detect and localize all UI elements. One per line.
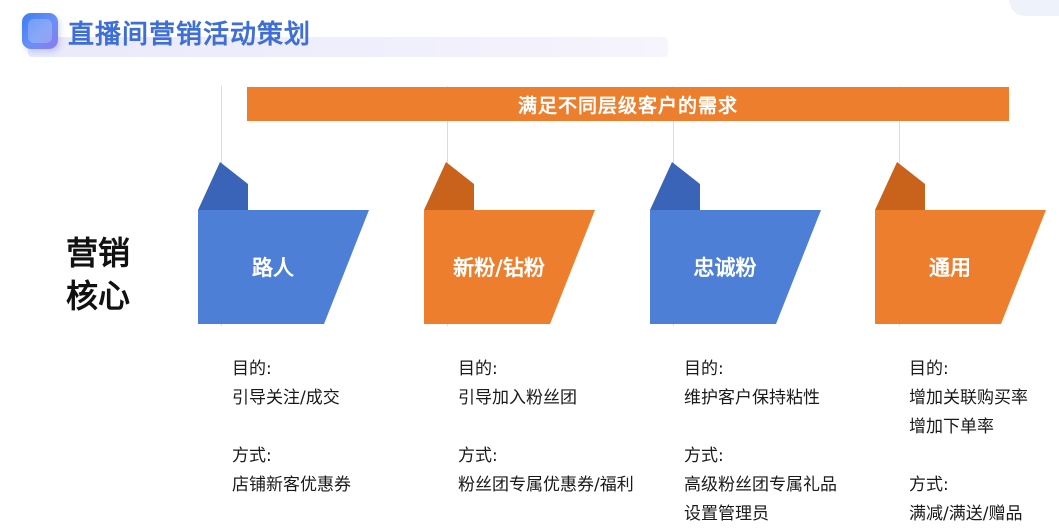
segment-title: 新粉/钻粉 xyxy=(453,256,545,280)
title-logo-icon xyxy=(22,13,58,49)
segment-desc-passerby: 目的: 引导关注/成交 方式: 店铺新客优惠券 xyxy=(232,355,402,500)
segment-desc-general: 目的: 增加关联购买率 增加下单率 方式: 满减/满送/赠品 xyxy=(909,355,1059,529)
method-label: 方式: xyxy=(684,446,724,466)
segment-card-passerby: 路人 xyxy=(198,162,369,324)
segment-shape-graphic xyxy=(650,162,821,324)
core-label-line2: 核心 xyxy=(66,277,131,316)
segment-shape-graphic xyxy=(875,162,1046,324)
purpose-line: 增加下单率 xyxy=(909,417,994,437)
core-label: 营销 核心 xyxy=(66,232,146,318)
method-line: 设置管理员 xyxy=(684,504,769,524)
method-label: 方式: xyxy=(458,446,498,466)
method-label: 方式: xyxy=(909,475,949,495)
segment-title: 通用 xyxy=(929,256,971,280)
purpose-label: 目的: xyxy=(684,359,724,379)
segment-desc-loyal-fans: 目的: 维护客户保持粘性 方式: 高级粉丝团专属礼品 设置管理员 xyxy=(684,355,854,529)
method-line: 满减/满送/赠品 xyxy=(909,504,1023,524)
segment-title: 路人 xyxy=(252,256,294,280)
method-label: 方式: xyxy=(232,446,272,466)
purpose-label: 目的: xyxy=(232,359,272,379)
segment-shape-graphic xyxy=(424,162,595,324)
title-underline-band xyxy=(28,37,668,57)
segment-card-new-fans: 新粉/钻粉 xyxy=(424,162,595,324)
purpose-label: 目的: xyxy=(458,359,498,379)
segment-title: 忠诚粉 xyxy=(693,256,757,280)
corner-decoration xyxy=(1009,0,1059,16)
purpose-line: 维护客户保持粘性 xyxy=(684,388,820,408)
segment-card-loyal-fans: 忠诚粉 xyxy=(650,162,821,324)
segment-desc-new-fans: 目的: 引导加入粉丝团 方式: 粉丝团专属优惠券/福利 xyxy=(458,355,634,500)
purpose-line: 引导关注/成交 xyxy=(232,388,340,408)
purpose-label: 目的: xyxy=(909,359,949,379)
method-line: 高级粉丝团专属礼品 xyxy=(684,475,837,495)
needs-banner: 满足不同层级客户的需求 xyxy=(247,87,1009,121)
core-label-line1: 营销 xyxy=(66,234,131,272)
purpose-line: 增加关联购买率 xyxy=(909,388,1028,408)
segment-shape-graphic xyxy=(198,162,369,324)
purpose-line: 引导加入粉丝团 xyxy=(458,388,577,408)
method-line: 粉丝团专属优惠券/福利 xyxy=(458,475,634,495)
segment-card-general: 通用 xyxy=(875,162,1046,324)
method-line: 店铺新客优惠券 xyxy=(232,475,351,495)
page-title: 直播间营销活动策划 xyxy=(68,20,312,50)
